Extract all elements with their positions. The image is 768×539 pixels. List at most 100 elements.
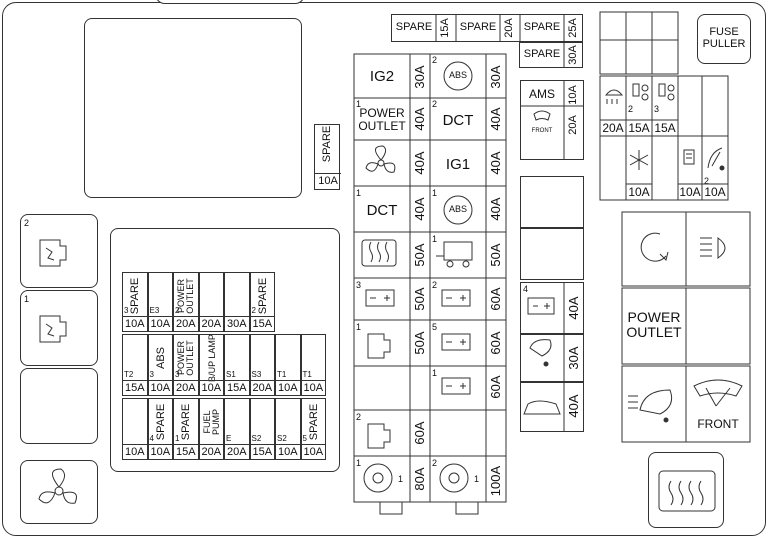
relay-mid-amp-1[interactable]: 10A xyxy=(628,185,650,200)
left-relay-2[interactable] xyxy=(20,214,98,288)
mini-fuse-amp: 10A xyxy=(198,380,224,397)
mini-fuse-row2-8[interactable] xyxy=(300,334,326,396)
mini-fuse-amp: 10A xyxy=(147,380,173,397)
left-relay-1[interactable] xyxy=(20,290,98,366)
right-r7-num: 5 xyxy=(432,322,438,332)
mini-fuse-row3-1[interactable] xyxy=(122,398,148,460)
mini-fuse-num: S2 xyxy=(251,434,262,443)
mini-fuse-amp: 10A xyxy=(147,316,173,333)
relay-amp-15a-1[interactable]: 15A xyxy=(628,121,650,136)
top-spare-4-box xyxy=(519,42,583,68)
mini-fuse-row2-3[interactable] xyxy=(173,334,199,396)
mini-fuse-num: E3 xyxy=(149,306,160,315)
mid-r4-num: 1 xyxy=(356,188,362,198)
relay-amp-20a[interactable]: 20A xyxy=(602,121,624,136)
rear-defog-relay[interactable] xyxy=(648,452,724,528)
mini-fuse-row1-6[interactable] xyxy=(249,272,275,332)
left-relay-1-num: 1 xyxy=(24,294,30,304)
relay-top-num-3: 3 xyxy=(654,104,660,114)
mini-fuse-amp: 15A xyxy=(249,316,275,333)
blank-panel xyxy=(84,18,302,198)
dct-label-1[interactable]: DCT xyxy=(366,202,398,220)
mini-fuse-amp: 20A xyxy=(198,444,224,461)
top-spare-1[interactable]: SPARE xyxy=(395,21,433,34)
relay-mid-amp-2[interactable]: 10A xyxy=(679,185,701,200)
fuse-puller[interactable]: FUSE PULLER xyxy=(697,14,751,64)
mini-fuse-row3-8[interactable] xyxy=(300,398,326,460)
mini-fuse-row3-4[interactable] xyxy=(198,398,224,460)
mini-fuse-row3-7[interactable] xyxy=(275,398,301,460)
power-outlet-label[interactable]: POWER OUTLET xyxy=(358,106,406,133)
mini-fuse-row3-5[interactable] xyxy=(224,398,250,460)
right-r6-num: 2 xyxy=(432,280,438,290)
mini-fuse-row2-2[interactable] xyxy=(147,334,173,396)
ams-block xyxy=(520,80,584,160)
mid-r6-num: 3 xyxy=(356,280,362,290)
mini-fuse-amp: 15A xyxy=(224,380,250,397)
relay-mid-num: 2 xyxy=(704,176,710,186)
mini-fuse-num: S3 xyxy=(251,370,262,379)
col3-blank-2 xyxy=(520,228,584,280)
mini-fuse-amp: 15A xyxy=(173,444,199,461)
mini-fuse-label: B/UP LAMP xyxy=(206,334,217,382)
mini-fuse-row2-6[interactable] xyxy=(249,334,275,396)
mid-r9-num: 2 xyxy=(356,412,362,422)
top-spare-4[interactable]: SPARE xyxy=(523,48,561,61)
col3-fuse-30a[interactable] xyxy=(520,334,584,382)
right-r8-num: 1 xyxy=(432,368,438,378)
right-r1-num: 2 xyxy=(432,55,438,65)
mini-fuse-row2-1[interactable] xyxy=(122,334,148,396)
col3-fuse-40a[interactable] xyxy=(520,282,584,334)
mini-fuse-row2-7[interactable] xyxy=(275,334,301,396)
col3-fuse-40a-2[interactable] xyxy=(520,382,584,432)
mini-fuse-row2-5[interactable] xyxy=(224,334,250,396)
mini-fuse-row1-2[interactable] xyxy=(147,272,173,332)
abs-label-2[interactable]: ABS xyxy=(448,204,467,215)
left-fan-relay[interactable] xyxy=(20,460,98,524)
mini-fuse-amp: 10A xyxy=(300,444,326,461)
mini-fuse-amp: 10A xyxy=(147,444,173,461)
abs-label-1[interactable]: ABS xyxy=(448,70,467,81)
mini-fuse-amp: 10A xyxy=(275,380,301,397)
mini-fuse-amp: 10A xyxy=(122,316,148,333)
mini-fuse-row3-6[interactable] xyxy=(249,398,275,460)
mini-fuse-row1-4[interactable] xyxy=(198,272,224,332)
mini-fuse-num: 3 xyxy=(124,306,129,315)
relay-amp-15a-2[interactable]: 15A xyxy=(654,121,676,136)
mini-fuse-row3-3[interactable] xyxy=(173,398,199,460)
mini-fuse-row1-5[interactable] xyxy=(224,272,250,332)
col3-blank-1 xyxy=(520,176,584,228)
mini-fuse-num: E xyxy=(226,434,232,443)
power-outlet-relay[interactable]: POWER OUTLET xyxy=(626,309,682,340)
mini-fuse-amp: 10A xyxy=(122,444,148,461)
mini-fuse-row2-4[interactable] xyxy=(198,334,224,396)
spare-fuse-slot[interactable]: SPARE 10A xyxy=(314,124,341,190)
mini-fuse-num: S2 xyxy=(277,434,287,443)
mini-fuse-amp: 20A xyxy=(173,316,199,333)
fuse-puller-label: FUSE PULLER xyxy=(702,26,746,50)
mini-fuse-num: 1 xyxy=(175,434,180,443)
mini-fuse-num: 5 xyxy=(302,434,307,443)
top-spare-3[interactable]: SPARE xyxy=(523,21,561,34)
relay-mid-amp-3[interactable]: 10A xyxy=(704,185,726,200)
mini-fuse-amp: 20A xyxy=(198,316,224,333)
mini-fuse-amp: 15A xyxy=(249,444,275,461)
mini-fuse-amp: 20A xyxy=(249,380,275,397)
top-spare-2[interactable]: SPARE xyxy=(459,21,497,34)
dct-label-2[interactable]: DCT xyxy=(442,112,474,130)
ig1-label[interactable]: IG1 xyxy=(445,156,471,174)
col3-r1-num: 4 xyxy=(523,284,529,294)
mini-fuse-row1-3[interactable] xyxy=(173,272,199,332)
ig2-label[interactable]: IG2 xyxy=(369,68,395,86)
top-spare-strip xyxy=(391,14,583,42)
mini-fuse-num: 3 xyxy=(149,370,154,379)
mini-fuse-row3-2[interactable] xyxy=(147,398,173,460)
mini-fuse-row1-1[interactable] xyxy=(122,272,148,332)
